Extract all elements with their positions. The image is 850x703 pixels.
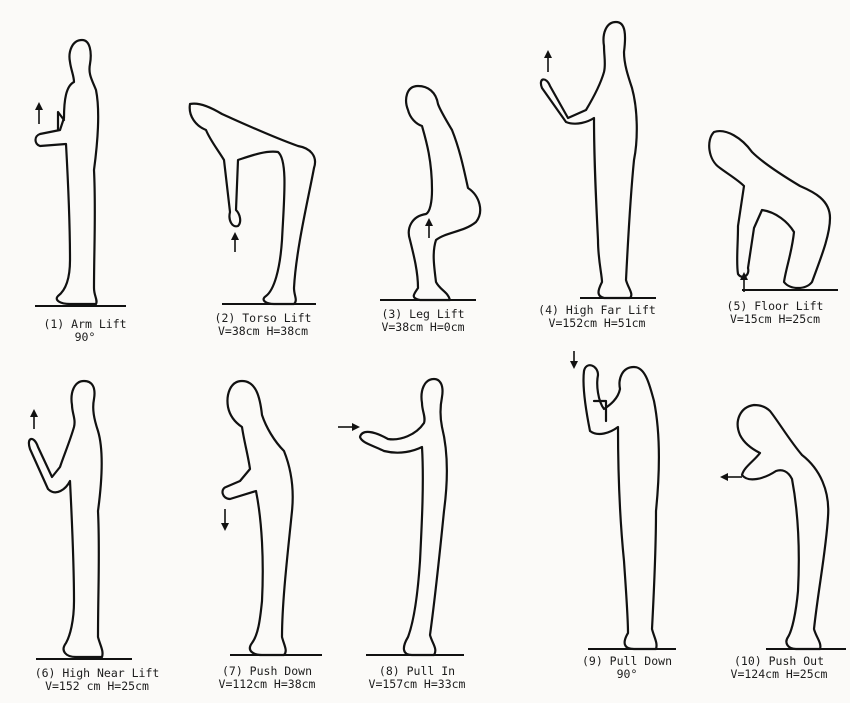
figure-torso-lift: (2) Torso Lift V=38cm H=38cm (170, 0, 340, 352)
high-far-lift-figure (510, 0, 680, 352)
figure-values: V=38cm H=0cm (348, 321, 498, 334)
caption-3: (3) Leg Lift V=38cm H=0cm (348, 308, 498, 334)
figure-push-out: (10) Push Out V=124cm H=25cm (680, 351, 850, 703)
push-down-figure (170, 351, 340, 703)
caption-2: (2) Torso Lift V=38cm H=38cm (188, 312, 338, 338)
caption-10: (10) Push Out V=124cm H=25cm (704, 655, 850, 681)
down-arrowhead (570, 361, 578, 369)
leg-lift-figure (340, 0, 510, 352)
figure-pull-down: (9) Pull Down 90° (510, 351, 680, 703)
body-outline (360, 379, 447, 655)
figure-values: V=38cm H=38cm (188, 325, 338, 338)
left-arrowhead (720, 473, 728, 481)
figure-values: V=152 cm H=25cm (22, 680, 172, 693)
figure-floor-lift: (5) Floor Lift V=15cm H=25cm (680, 0, 850, 352)
torso-lift-figure (170, 0, 340, 352)
body-outline (709, 131, 830, 288)
figure-values: V=152cm H=51cm (522, 317, 672, 330)
up-arrowhead (35, 102, 43, 110)
body-outline (29, 381, 103, 657)
figure-values: V=112cm H=38cm (192, 678, 342, 691)
up-arrowhead (231, 232, 239, 240)
up-arrowhead (30, 409, 38, 417)
body-outline (406, 86, 480, 300)
right-arrowhead (352, 423, 360, 431)
figure-values: V=124cm H=25cm (704, 668, 850, 681)
caption-6: (6) High Near Lift V=152 cm H=25cm (22, 667, 172, 693)
figure-high-near-lift: (6) High Near Lift V=152 cm H=25cm (0, 351, 170, 703)
figure-push-down: (7) Push Down V=112cm H=38cm (170, 351, 340, 703)
caption-7: (7) Push Down V=112cm H=38cm (192, 665, 342, 691)
high-near-lift-figure (0, 351, 170, 703)
figure-values: V=15cm H=25cm (700, 313, 850, 326)
up-arrowhead (544, 50, 552, 58)
pull-down-figure (510, 351, 680, 703)
figure-values: 90° (10, 331, 160, 344)
arm-lift-figure (0, 0, 170, 352)
body-outline (583, 365, 658, 649)
body-outline (541, 22, 637, 298)
body-outline (36, 40, 99, 304)
push-out-figure (680, 351, 850, 703)
body-outline (223, 381, 293, 655)
body-outline (738, 405, 829, 649)
pull-in-figure (340, 351, 510, 703)
caption-8: (8) Pull In V=157cm H=33cm (342, 665, 492, 691)
up-arrowhead (425, 218, 433, 226)
figure-high-far-lift: (4) High Far Lift V=152cm H=51cm (510, 0, 680, 352)
figure-pull-in: (8) Pull In V=157cm H=33cm (340, 351, 510, 703)
caption-5: (5) Floor Lift V=15cm H=25cm (700, 300, 850, 326)
caption-1: (1) Arm Lift 90° (10, 318, 160, 344)
figure-leg-lift: (3) Leg Lift V=38cm H=0cm (340, 0, 510, 352)
body-outline (190, 104, 315, 304)
figure-arm-lift: (1) Arm Lift 90° (0, 0, 170, 352)
down-arrowhead (221, 523, 229, 531)
figure-values: V=157cm H=33cm (342, 678, 492, 691)
caption-4: (4) High Far Lift V=152cm H=51cm (522, 304, 672, 330)
